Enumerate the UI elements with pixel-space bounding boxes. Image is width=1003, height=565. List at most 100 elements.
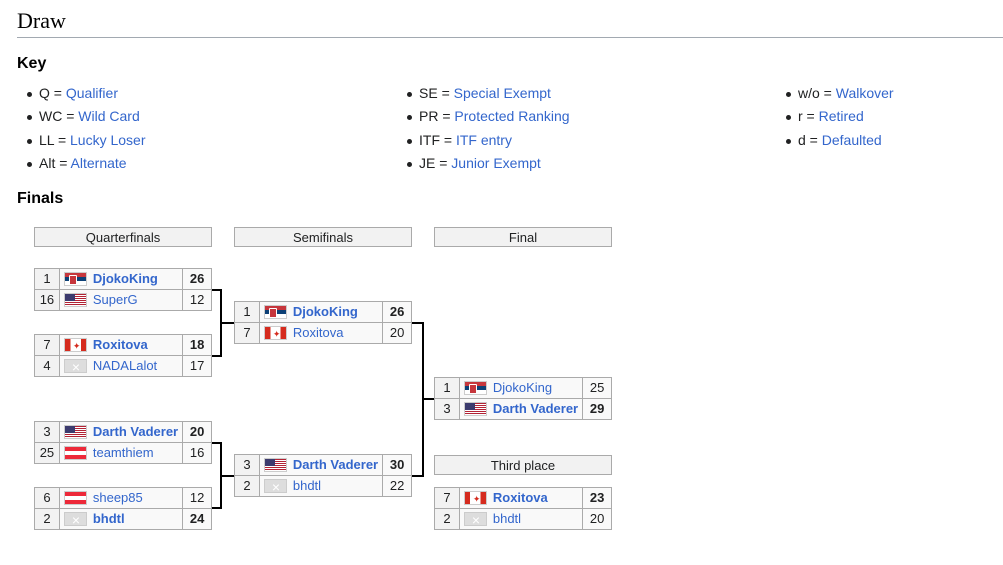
player-seed: 2 [235, 476, 260, 496]
key-link-junior-exempt[interactable]: Junior Exempt [451, 155, 541, 172]
key-link-retired[interactable]: Retired [818, 108, 864, 125]
player-row: 2bhdtl24 [34, 508, 212, 530]
player-seed: 4 [35, 356, 60, 376]
player-seed: 1 [235, 302, 260, 322]
key-link-special-exempt[interactable]: Special Exempt [453, 85, 551, 101]
player-name-cell: Darth Vaderer [459, 399, 584, 419]
key-link-qualifier[interactable]: Qualifier [65, 85, 118, 101]
flag-usa-icon [263, 458, 287, 472]
header-final: Final [434, 227, 612, 247]
player-name-link[interactable]: DjokoKing [292, 304, 358, 319]
player-name-cell: DjokoKing [259, 302, 384, 322]
player-score: 16 [183, 443, 211, 463]
key-link-alternate[interactable]: Alternate [70, 155, 127, 172]
player-name-link[interactable]: bhdtl [292, 478, 322, 493]
player-name-cell: Roxitova [259, 323, 384, 343]
bracket-line [212, 289, 222, 291]
player-row: 1 DjokoKing 26 [34, 268, 212, 290]
key-link-protected-ranking[interactable]: Protected Ranking [454, 108, 570, 125]
bracket-line [212, 442, 222, 444]
bracket-line [412, 475, 424, 477]
header-semifinals: Semifinals [234, 227, 412, 247]
player-name-link[interactable]: teamthiem [92, 445, 154, 460]
key-link-wild-card[interactable]: Wild Card [78, 108, 140, 125]
key-column-2: SE = Special Exempt PR = Protected Ranki… [397, 82, 570, 176]
player-score: 17 [183, 356, 211, 376]
player-row: 25 teamthiem 16 [34, 442, 212, 464]
player-name-link[interactable]: NADALalot [92, 358, 158, 373]
player-name-cell: sheep85 [59, 488, 184, 508]
player-name-cell: Roxitova [459, 488, 584, 508]
flag-usa-icon [63, 425, 87, 439]
key-item: LL = Lucky Loser [17, 129, 146, 152]
key-item: SE = Special Exempt [397, 82, 570, 105]
key-item: Alt = Alternate [17, 152, 146, 175]
player-name-cell: Roxitova [59, 335, 184, 355]
player-name-cell: bhdtl [459, 509, 584, 529]
player-name-cell: DjokoKing [59, 269, 184, 289]
player-row: 7 Roxitova 18 [34, 334, 212, 356]
bracket-line [412, 322, 424, 324]
player-name-link[interactable]: Roxitova [292, 325, 344, 340]
player-seed: 2 [35, 509, 60, 529]
flag-none-icon [263, 479, 287, 493]
flag-none-icon [63, 359, 87, 373]
key-item: d = Defaulted [776, 129, 894, 152]
player-seed: 3 [35, 422, 60, 442]
player-name-link[interactable]: Roxitova [492, 490, 548, 505]
player-seed: 2 [435, 509, 460, 529]
player-seed: 25 [35, 443, 60, 463]
player-name-link[interactable]: DjokoKing [492, 380, 553, 395]
player-score: 20 [383, 323, 411, 343]
flag-usa-icon [63, 293, 87, 307]
player-name-link[interactable]: bhdtl [92, 511, 125, 526]
player-name-cell: SuperG [59, 290, 184, 310]
player-seed: 6 [35, 488, 60, 508]
player-score: 30 [383, 455, 411, 475]
bracket-line [220, 475, 234, 477]
key-item: JE = Junior Exempt [397, 152, 570, 175]
player-name-link[interactable]: SuperG [92, 292, 138, 307]
key-link-lucky-loser[interactable]: Lucky Loser [70, 131, 146, 148]
player-name-link[interactable]: Roxitova [92, 337, 148, 352]
bracket-line [212, 507, 222, 509]
key-item: r = Retired [776, 105, 894, 128]
flag-srb-icon [263, 305, 287, 319]
player-name-link[interactable]: Darth Vaderer [92, 424, 179, 439]
player-name-link[interactable]: bhdtl [492, 511, 522, 526]
player-seed: 7 [35, 335, 60, 355]
player-row: 7Roxitova23 [434, 487, 612, 509]
player-score: 18 [183, 335, 211, 355]
player-row: 7Roxitova20 [234, 322, 412, 344]
player-name-link[interactable]: DjokoKing [92, 271, 158, 286]
key-link-defaulted[interactable]: Defaulted [821, 131, 882, 148]
player-name-cell: Darth Vaderer [59, 422, 184, 442]
key-link-walkover[interactable]: Walkover [835, 85, 894, 101]
player-name-link[interactable]: Darth Vaderer [492, 401, 579, 416]
player-score: 26 [183, 269, 211, 289]
player-score: 26 [383, 302, 411, 322]
key-item: Q = Qualifier [17, 82, 146, 105]
player-score: 23 [583, 488, 611, 508]
player-name-cell: NADALalot [59, 356, 184, 376]
player-name-cell: Darth Vaderer [259, 455, 384, 475]
player-row: 1 DjokoKing 25 [434, 377, 612, 399]
player-name-cell: DjokoKing [459, 378, 584, 398]
bracket-line [220, 322, 234, 324]
finals-heading: Finals [17, 190, 64, 207]
flag-can-icon [463, 491, 487, 505]
player-seed: 1 [435, 378, 460, 398]
key-item: w/o = Walkover [776, 82, 894, 105]
key-link-itf-entry[interactable]: ITF entry [455, 131, 512, 148]
section-divider [17, 37, 1003, 38]
player-name-link[interactable]: sheep85 [92, 490, 143, 505]
player-seed: 1 [35, 269, 60, 289]
player-score: 25 [583, 378, 611, 398]
player-name-cell: bhdtl [259, 476, 384, 496]
player-name-link[interactable]: Darth Vaderer [292, 457, 379, 472]
flag-none-icon [463, 512, 487, 526]
